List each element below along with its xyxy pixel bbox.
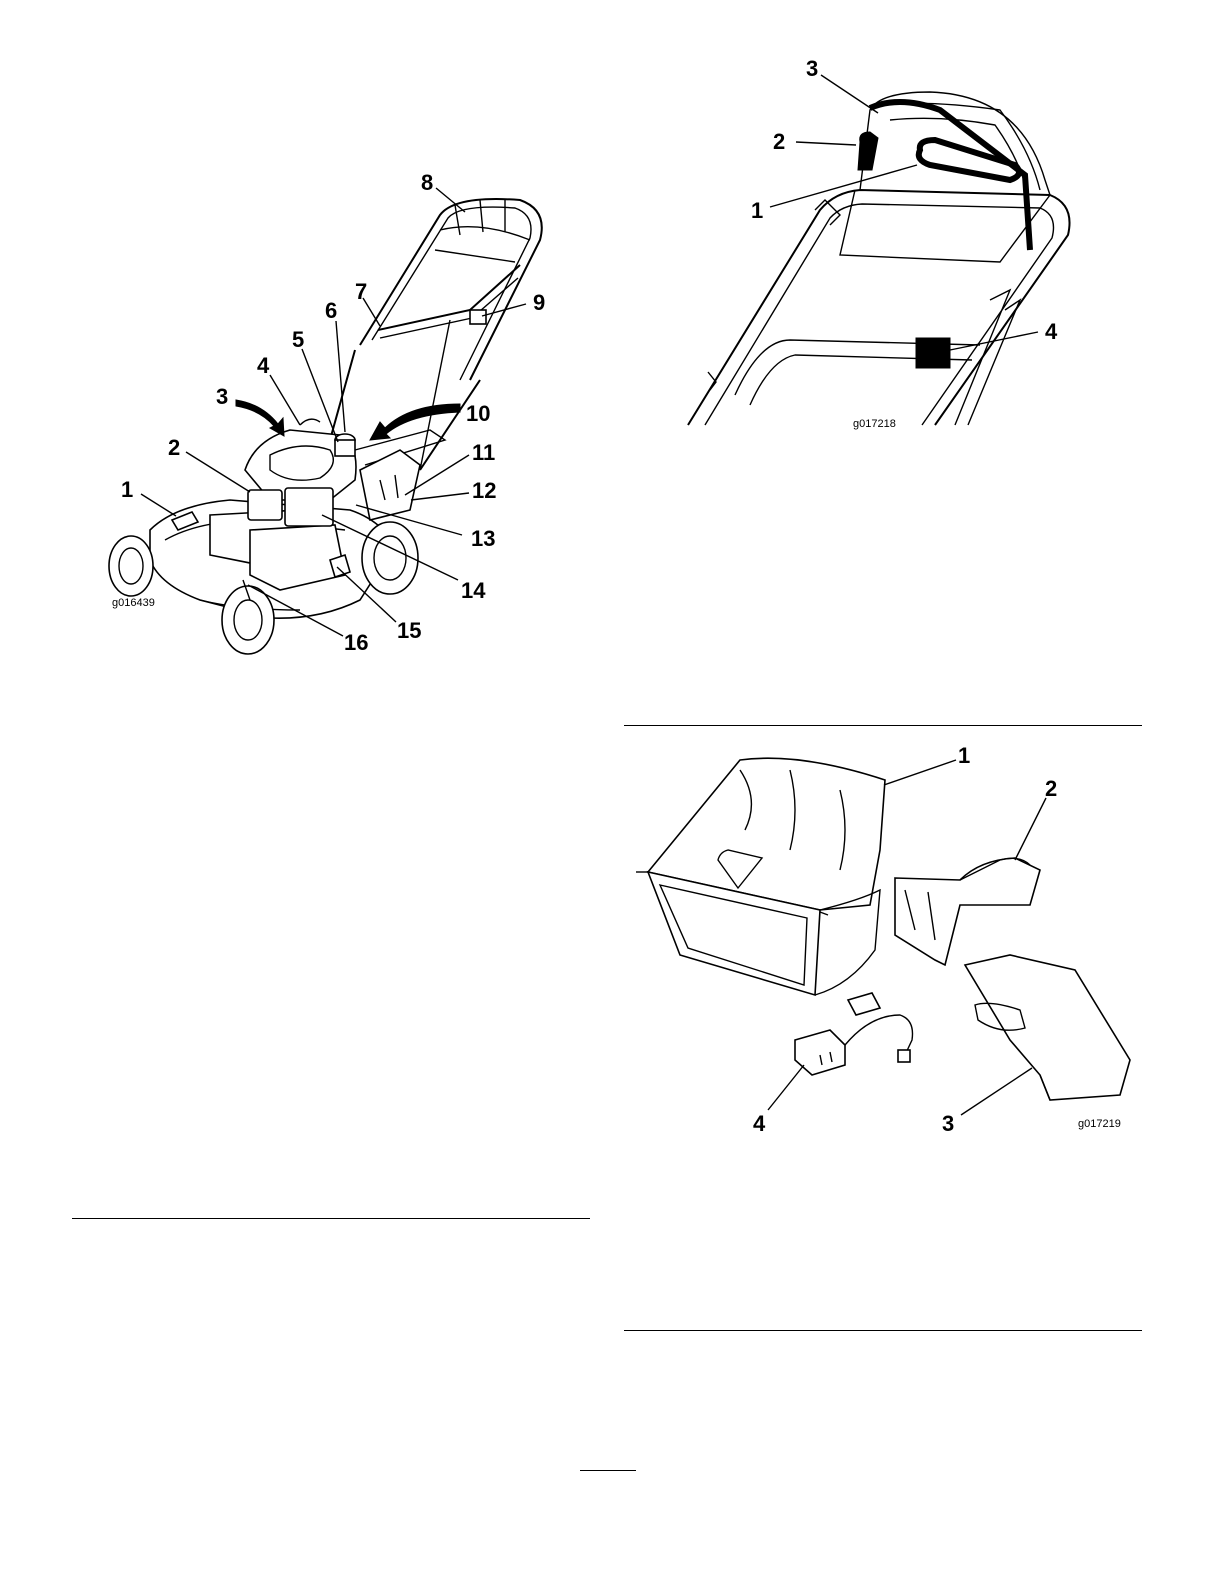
callout-3: 3: [806, 56, 818, 81]
callout-1: 1: [751, 198, 763, 223]
callout-11: 11: [472, 440, 495, 465]
callout-16: 16: [344, 630, 368, 655]
callout-4: 4: [1045, 319, 1058, 344]
callout-2: 2: [773, 129, 785, 154]
figure2-leaders: [769, 74, 1039, 351]
section-rule: [624, 1330, 1142, 1331]
figure2-id: g017218: [853, 418, 896, 430]
figure1-leaders: [140, 187, 527, 637]
handle-illustration: [687, 91, 1071, 426]
callout-9: 9: [533, 290, 545, 315]
callout-3: 3: [942, 1111, 954, 1136]
callout-1: 1: [121, 477, 133, 502]
callout-7: 7: [355, 279, 367, 304]
figure1-id: g016439: [112, 597, 155, 609]
figure1-callouts: 1 2 3 4 5 6 7 8 9 10 11 12 13 14 15 16 g…: [112, 170, 545, 655]
section-rule: [624, 725, 1142, 726]
callout-14: 14: [461, 578, 486, 603]
section-rule: [72, 1218, 590, 1219]
accessories-illustration: [636, 757, 1131, 1101]
figure3-leaders: [767, 759, 1047, 1116]
figure3-callouts: 1 2 3 4 g017219: [753, 743, 1121, 1136]
callout-10: 10: [466, 401, 490, 426]
callout-15: 15: [397, 618, 421, 643]
callout-6: 6: [325, 298, 337, 323]
figure3-id: g017219: [1078, 1118, 1121, 1130]
callout-4: 4: [257, 353, 270, 378]
callout-4: 4: [753, 1111, 766, 1136]
callout-2: 2: [168, 435, 180, 460]
callout-12: 12: [472, 478, 496, 503]
callout-3: 3: [216, 384, 228, 409]
callout-2: 2: [1045, 776, 1057, 801]
page-number-rule: [580, 1470, 636, 1471]
mower-illustration: [108, 198, 543, 655]
figure2-callouts: 3 2 1 4 g017218: [751, 56, 1058, 430]
callout-1: 1: [958, 743, 970, 768]
callout-13: 13: [471, 526, 495, 551]
callout-5: 5: [292, 327, 304, 352]
callout-8: 8: [421, 170, 433, 195]
